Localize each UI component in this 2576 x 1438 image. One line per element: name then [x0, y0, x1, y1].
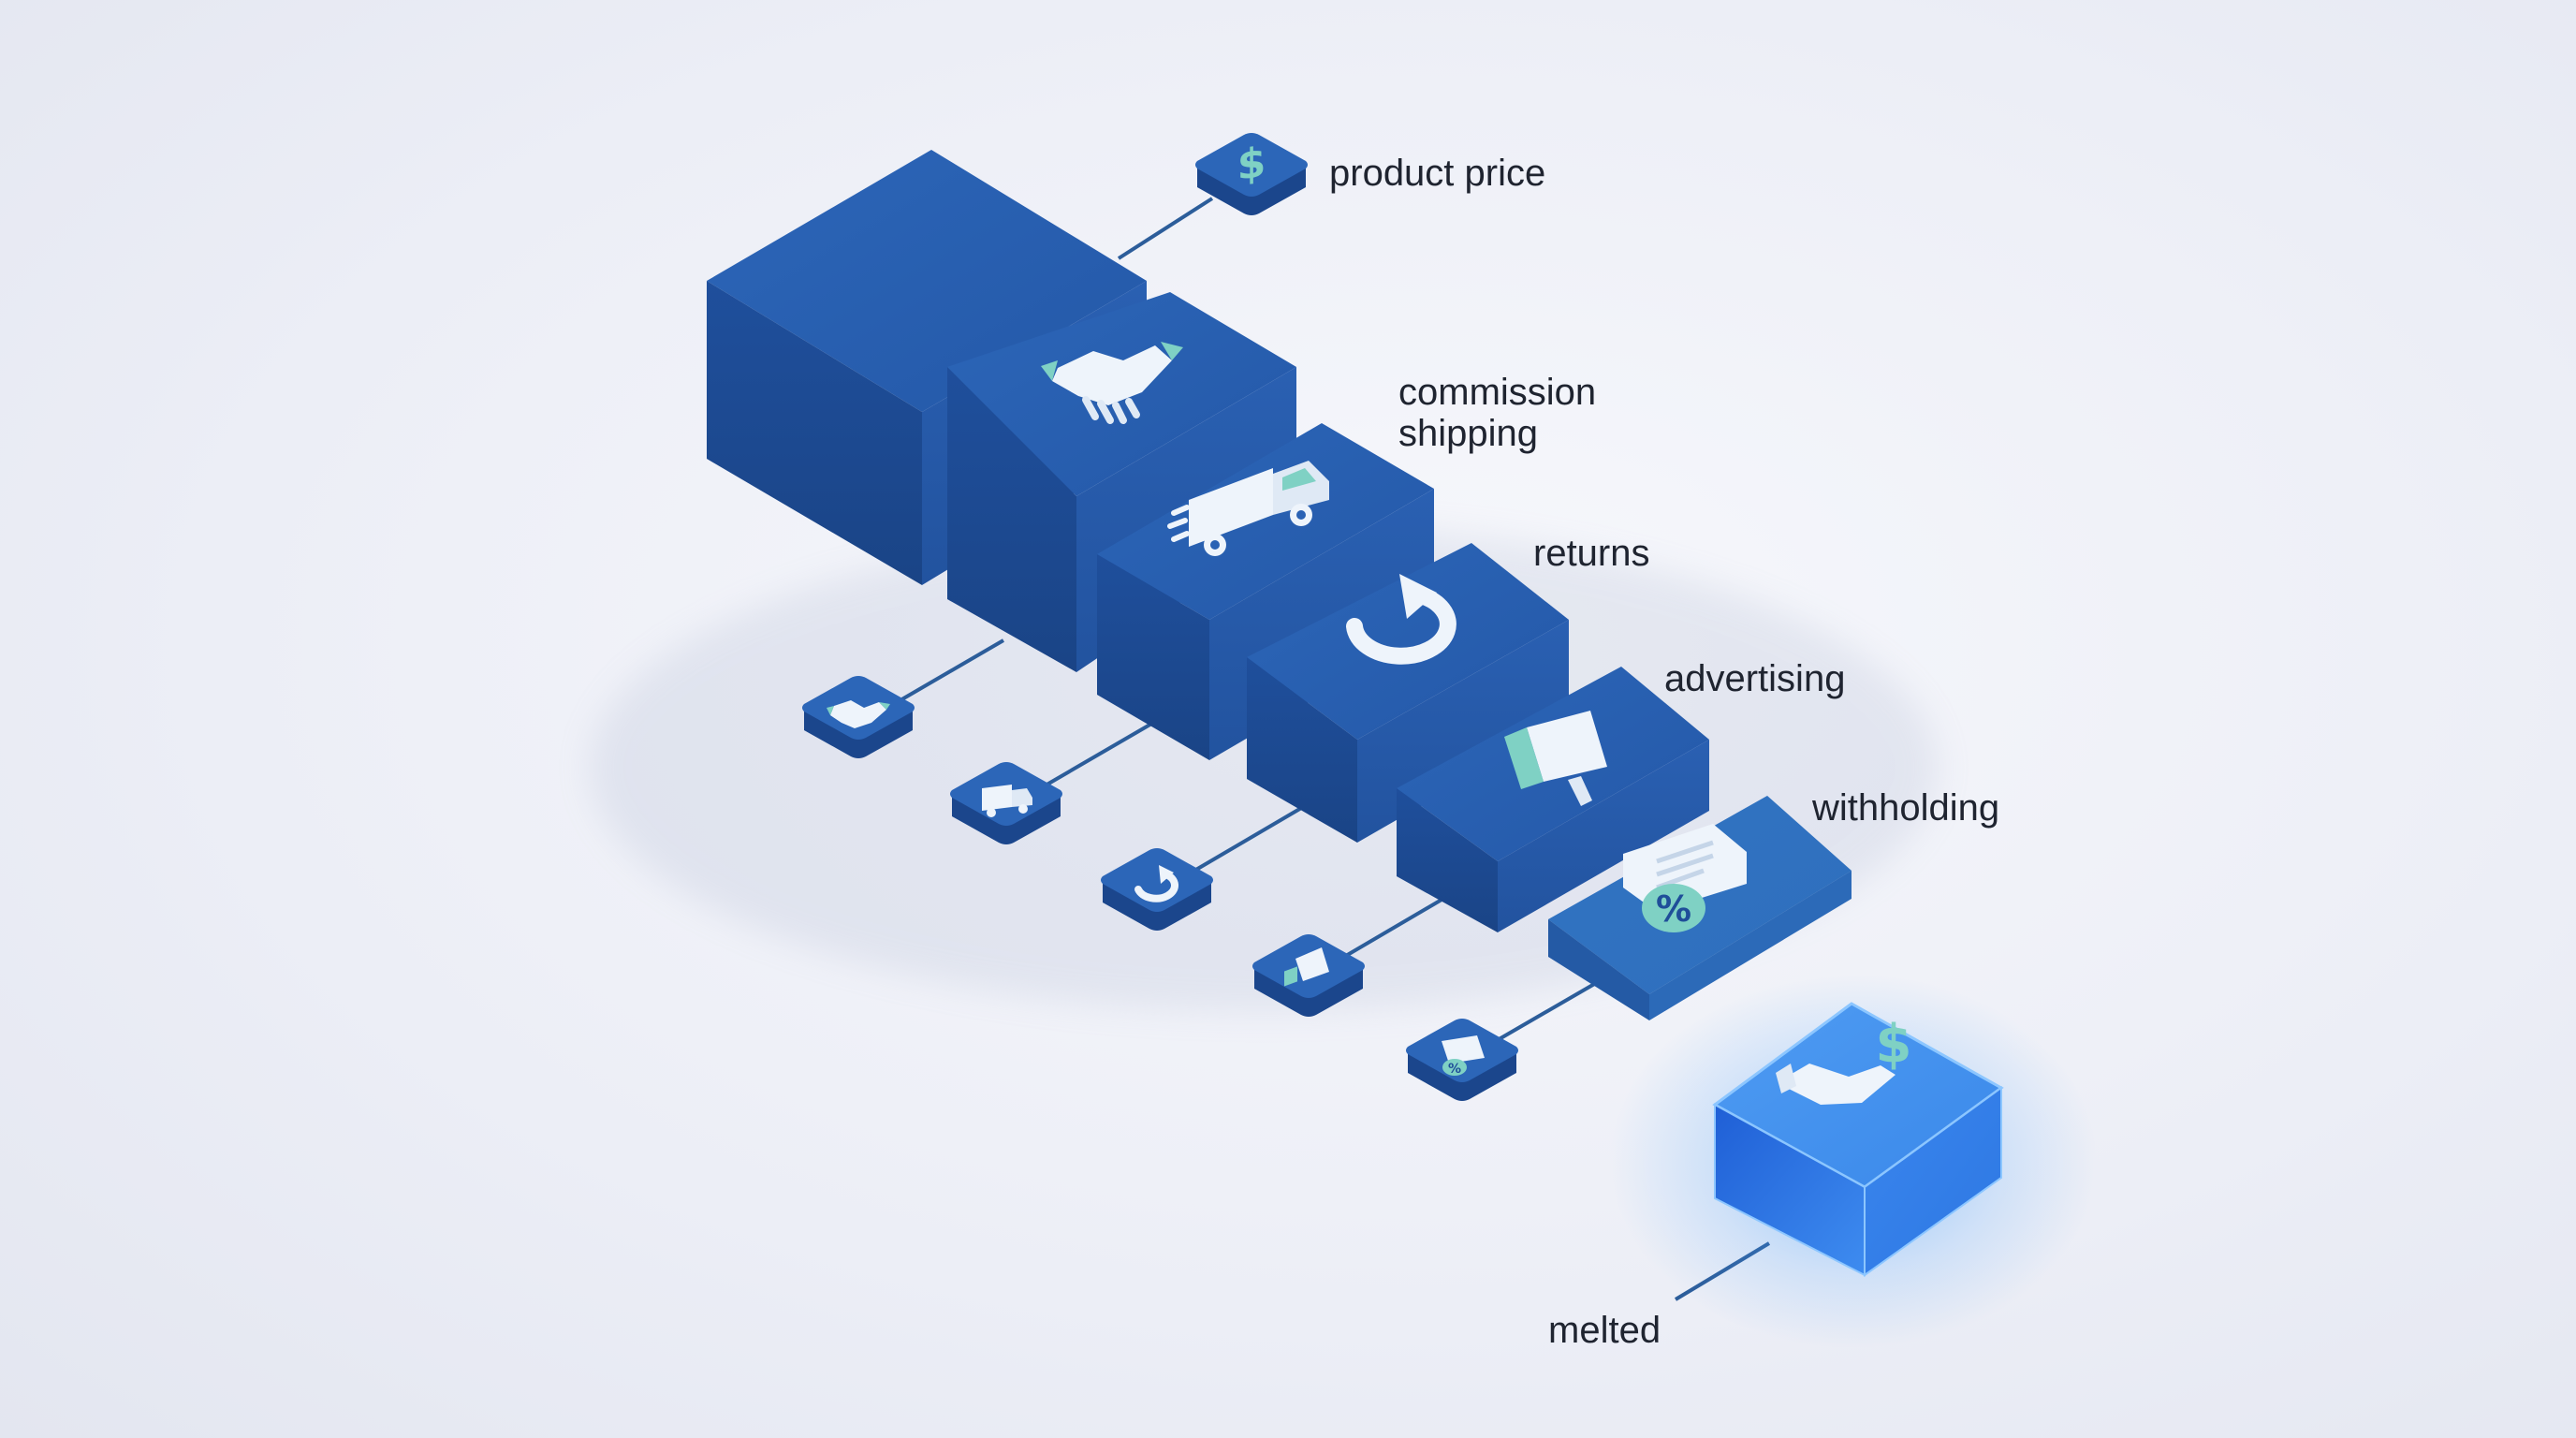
block-melted: $ — [1712, 1002, 2004, 1277]
label-returns: returns — [1533, 533, 1650, 574]
connector-shipping — [1042, 721, 1155, 788]
hand-dollar-icon: $ — [1776, 1014, 1911, 1105]
dollar-icon: $ — [1237, 139, 1266, 190]
small-tile-product-price: $ — [1195, 133, 1308, 215]
connector-withholding — [1494, 977, 1604, 1043]
block-advertising — [1397, 667, 1709, 932]
connector-product-price — [1117, 197, 1214, 260]
tax-document-icon: % — [1623, 824, 1747, 932]
tax-document-icon: % — [1442, 1035, 1485, 1077]
connector-commission — [892, 638, 1005, 706]
label-melted: melted — [1548, 1310, 1661, 1351]
connector-returns — [1193, 805, 1305, 873]
return-arrow-icon — [1346, 574, 1456, 665]
handshake-icon — [1041, 342, 1183, 424]
megaphone-icon — [1284, 947, 1329, 987]
small-tile-advertising — [1252, 934, 1365, 1017]
label-advertising: advertising — [1664, 658, 1845, 699]
connector-advertising — [1342, 891, 1455, 959]
label-withholding: withholding — [1811, 787, 1999, 829]
small-tile-returns — [1101, 848, 1213, 931]
return-arrow-icon — [1134, 865, 1178, 902]
small-tile-withholding: % — [1406, 1019, 1518, 1101]
label-commission: commission — [1398, 372, 1596, 413]
handshake-icon — [827, 700, 890, 728]
svg-text:%: % — [1448, 1062, 1461, 1077]
svg-text:%: % — [1656, 888, 1691, 930]
megaphone-icon — [1504, 711, 1607, 806]
small-tile-shipping — [950, 762, 1062, 844]
block-withholding: % — [1548, 796, 1852, 1020]
small-tile-commission — [802, 676, 915, 758]
truck-icon — [982, 785, 1032, 817]
label-product-price: product price — [1329, 153, 1545, 194]
truck-icon — [1167, 461, 1329, 556]
label-shipping: shipping — [1398, 413, 1538, 454]
svg-text:$: $ — [1876, 1014, 1912, 1075]
